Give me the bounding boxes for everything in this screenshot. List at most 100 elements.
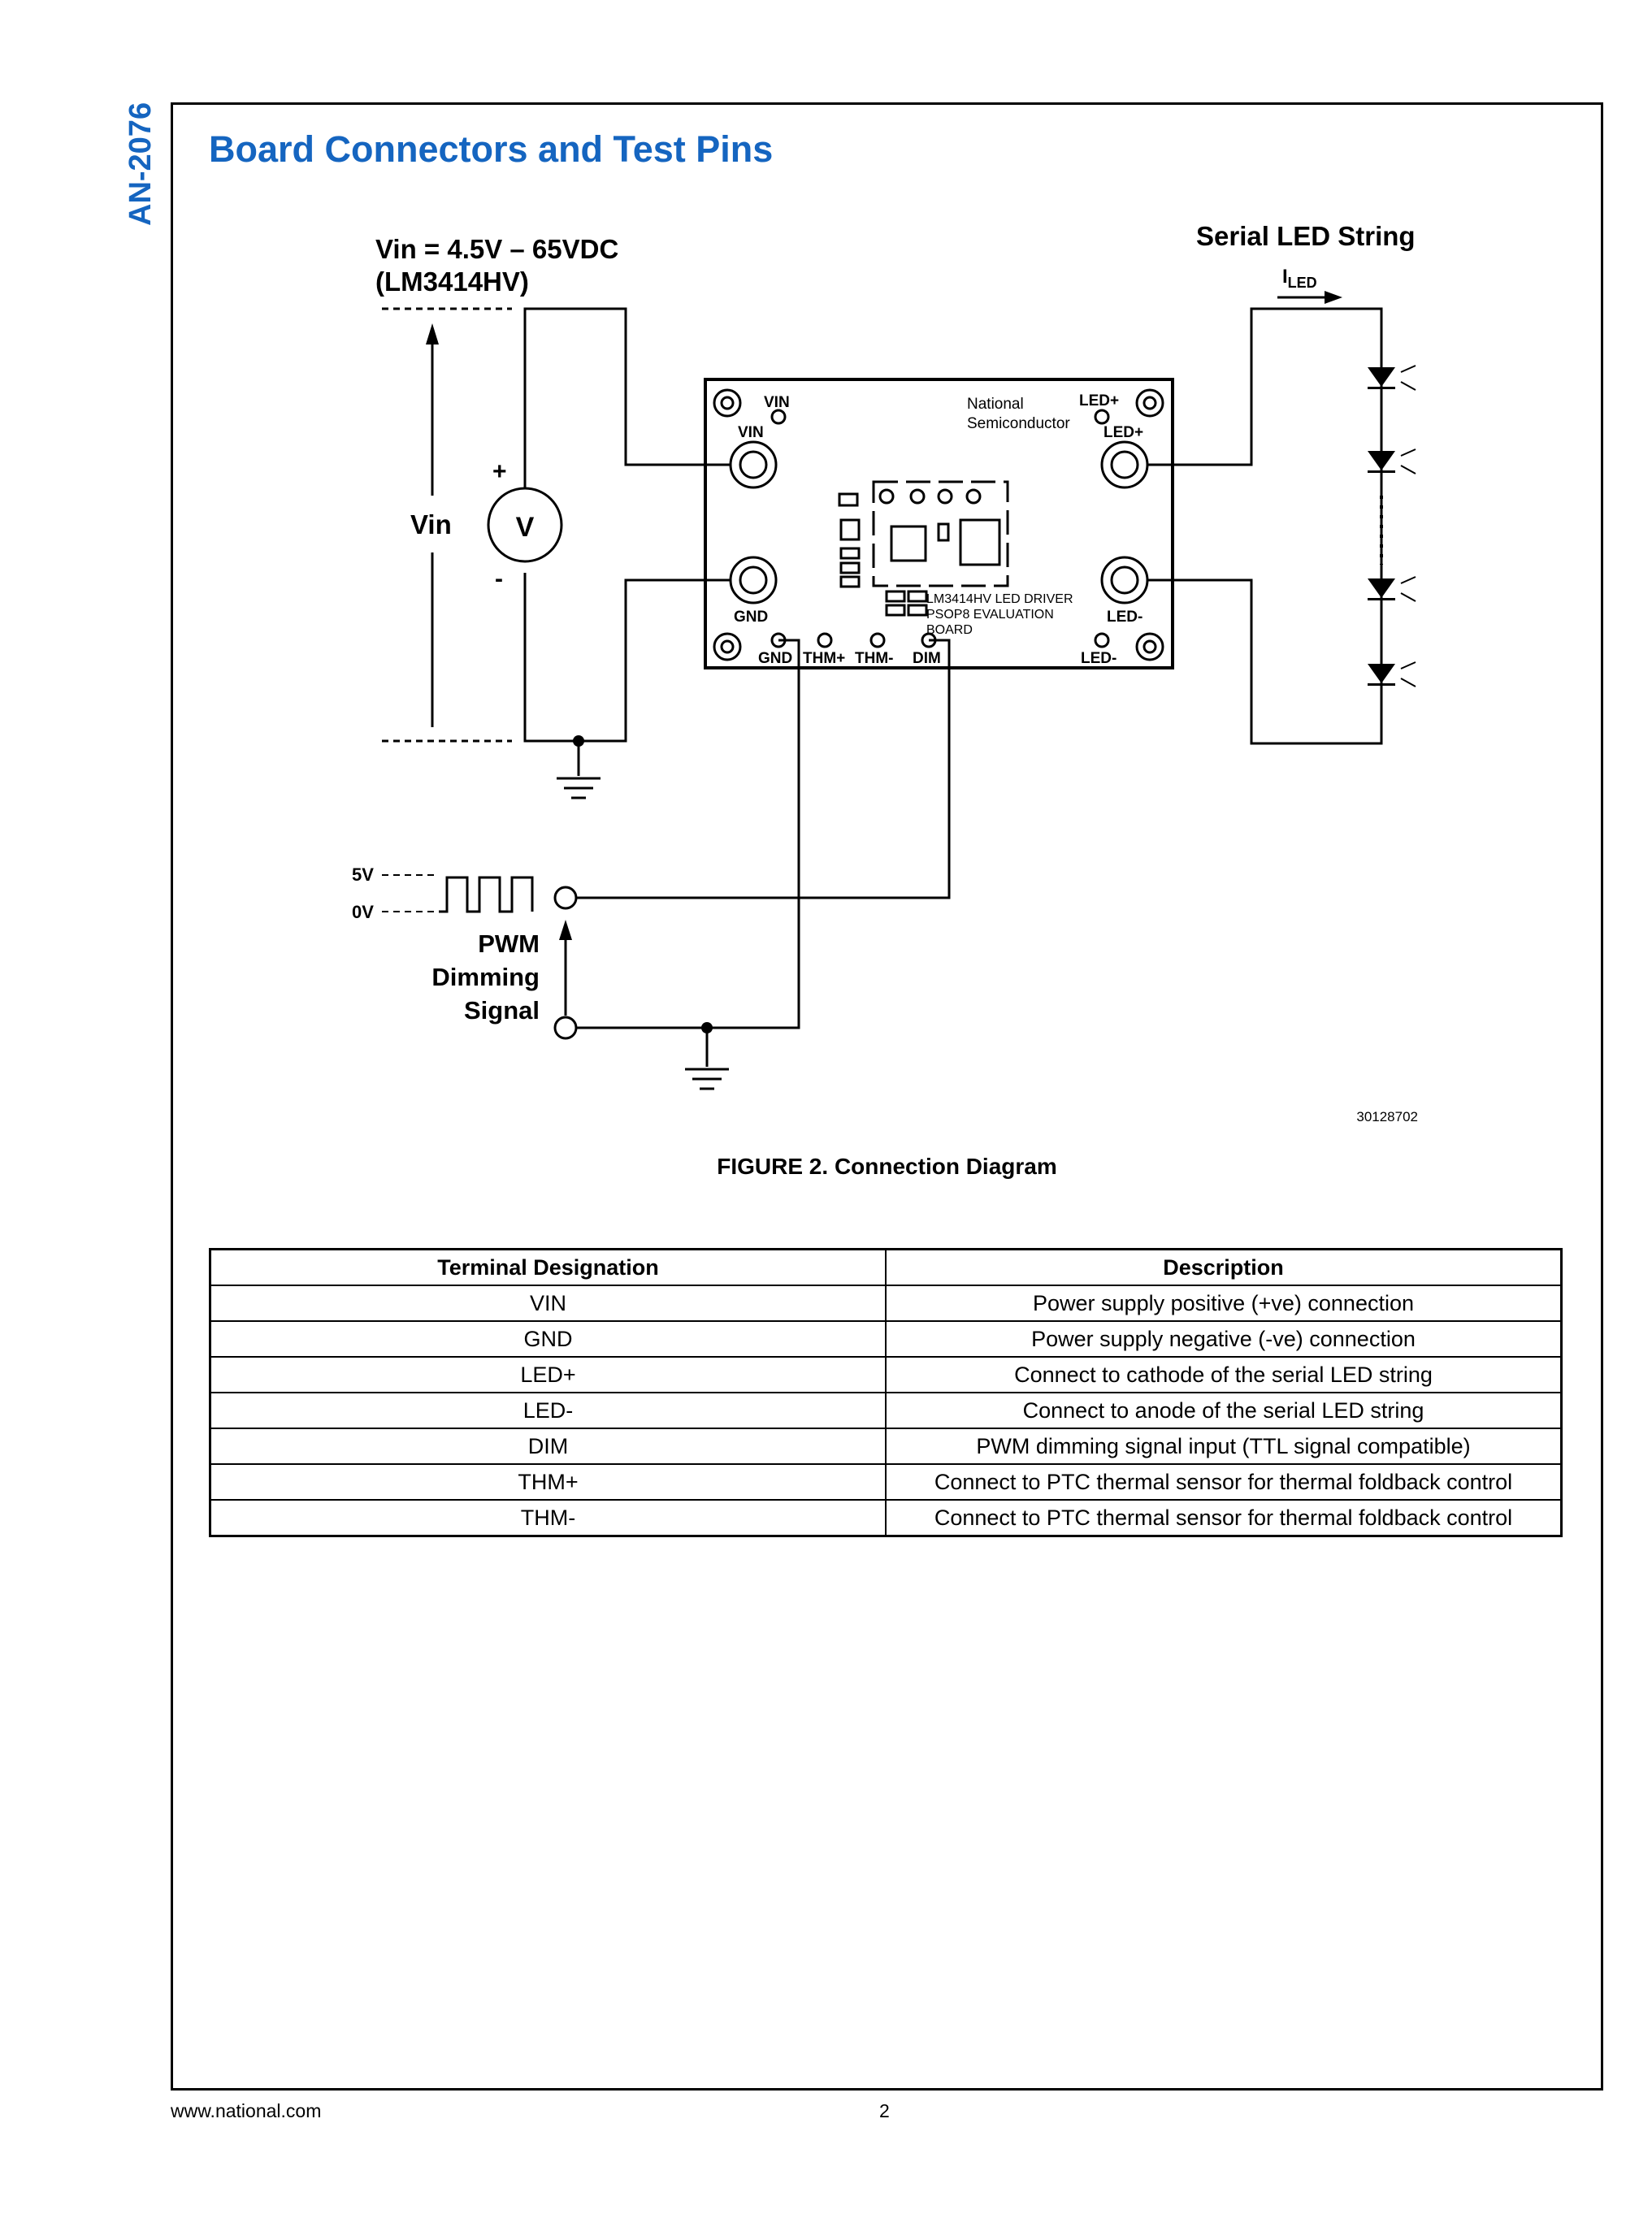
board-desc-line1: LM3414HV LED DRIVER (926, 592, 1073, 606)
smd-2 (839, 518, 861, 541)
terminal-cell: GND (209, 1320, 887, 1358)
led-plus-terminal-inner (1110, 450, 1139, 479)
pwm-ground-wire (577, 639, 800, 1029)
board-desc-line2: PSOP8 EVALUATION (926, 608, 1054, 622)
board-outline (704, 378, 1174, 669)
page-frame (171, 102, 1603, 2091)
page-number: 2 (879, 2100, 890, 2121)
mount-hole-tl-inner (720, 396, 735, 410)
description-cell: Connect to cathode of the serial LED str… (885, 1356, 1563, 1393)
voltmeter-label: V (516, 512, 535, 543)
pwm-signal-terminal (553, 886, 578, 910)
mount-hole-br-inner (1143, 639, 1157, 654)
board-brand-line2: Semiconductor (967, 415, 1070, 432)
led-plus-terminal (1100, 440, 1149, 489)
led-plus-test-pad (1094, 409, 1110, 425)
terminal-cell: DIM (209, 1428, 887, 1465)
ic-body-left (890, 525, 927, 562)
mount-hole-bl-inner (720, 639, 735, 654)
figure-caption: FIGURE 2. Connection Diagram (717, 1154, 1057, 1179)
column-header-description: Description (885, 1248, 1563, 1286)
ic-pad-2 (909, 488, 926, 505)
description-cell: Connect to PTC thermal sensor for therma… (885, 1499, 1563, 1537)
led-1-icon (1368, 367, 1395, 389)
pin-dim-label: DIM (913, 650, 941, 667)
description-cell: Connect to anode of the serial LED strin… (885, 1392, 1563, 1429)
table-row: THM+Connect to PTC thermal sensor for th… (209, 1463, 1563, 1501)
pwm-high-label: 5V (352, 864, 374, 885)
led-4-icon (1368, 664, 1395, 686)
terminal-cell: THM- (209, 1499, 887, 1537)
table-header-row: Terminal Designation Description (209, 1248, 1563, 1286)
smd-1 (838, 492, 859, 507)
description-cell: PWM dimming signal input (TTL signal com… (885, 1428, 1563, 1465)
mount-hole-bl (713, 632, 742, 661)
pin-gnd-label: GND (758, 650, 792, 667)
board-gnd-label: GND (734, 609, 768, 626)
led-2-icon (1368, 451, 1395, 473)
smd-5 (839, 575, 861, 588)
terminal-cell: VIN (209, 1285, 887, 1322)
section-title: Board Connectors and Test Pins (209, 128, 774, 170)
ground-junction (573, 735, 584, 747)
vin-terminal-inner (739, 450, 768, 479)
vin-wire (523, 307, 731, 487)
column-header-terminal: Terminal Designation (209, 1248, 887, 1286)
smd-7 (907, 590, 928, 603)
description-cell: Power supply negative (-ve) connection (885, 1320, 1563, 1358)
gnd-terminal (729, 556, 778, 604)
smd-6 (885, 590, 906, 603)
ic-small-part (937, 522, 950, 542)
figure-id: 30128702 (1356, 1109, 1418, 1124)
vin-label: Vin (410, 509, 452, 539)
board-led-plus-top-label: LED+ (1079, 392, 1119, 409)
pwm-label-line3: Signal (464, 996, 540, 1025)
ic-pad-1 (878, 488, 895, 505)
table-row: LED-Connect to anode of the serial LED s… (209, 1392, 1563, 1429)
pwm-ground-junction (701, 1022, 713, 1033)
footer-website-link[interactable]: www.national.com (171, 2100, 322, 2121)
voltmeter-circle (487, 487, 563, 563)
thm-minus-test-pin (869, 632, 886, 648)
board-led-minus-label: LED- (1107, 609, 1143, 626)
smd-4 (839, 561, 861, 574)
pin-thm-minus-label: THM- (855, 650, 893, 667)
description-cell: Power supply positive (+ve) connection (885, 1285, 1563, 1322)
vin-range-title: Vin = 4.5V – 65VDC (375, 234, 618, 264)
pwm-arrow-head (559, 920, 572, 940)
smd-9 (907, 604, 928, 617)
led-string-wire (1147, 307, 1383, 745)
terminal-cell: THM+ (209, 1463, 887, 1501)
led-3-icon (1368, 578, 1395, 600)
description-cell: Connect to PTC thermal sensor for therma… (885, 1463, 1563, 1501)
smd-8 (885, 604, 906, 617)
plus-sign: + (492, 458, 507, 485)
board-brand-line1: National (967, 396, 1024, 413)
mount-hole-tr (1135, 388, 1164, 418)
pwm-label-line1: PWM (478, 929, 540, 958)
pwm-waveform (439, 876, 534, 913)
board-desc-line3: BOARD (926, 623, 973, 637)
pwm-label-line2: Dimming (431, 963, 540, 991)
led-string-title: Serial LED String (1196, 221, 1416, 251)
gnd-wire (523, 573, 731, 743)
smd-3 (839, 547, 861, 560)
iled-arrow-head (1325, 291, 1342, 304)
pin-thm-plus-label: THM+ (803, 650, 845, 667)
thm-plus-test-pin (817, 632, 833, 648)
vin-test-pad (770, 409, 787, 425)
pwm-ground-terminal (553, 1016, 578, 1040)
board-led-plus-label: LED+ (1104, 424, 1143, 441)
terminal-cell: LED- (209, 1392, 887, 1429)
pwm-low-label: 0V (352, 902, 374, 922)
vin-part-title: (LM3414HV) (375, 266, 529, 297)
vin-arrow-head (426, 323, 439, 344)
ic-outline (872, 480, 1009, 587)
ic-pad-3 (937, 488, 953, 505)
table-row: LED+Connect to cathode of the serial LED… (209, 1356, 1563, 1393)
